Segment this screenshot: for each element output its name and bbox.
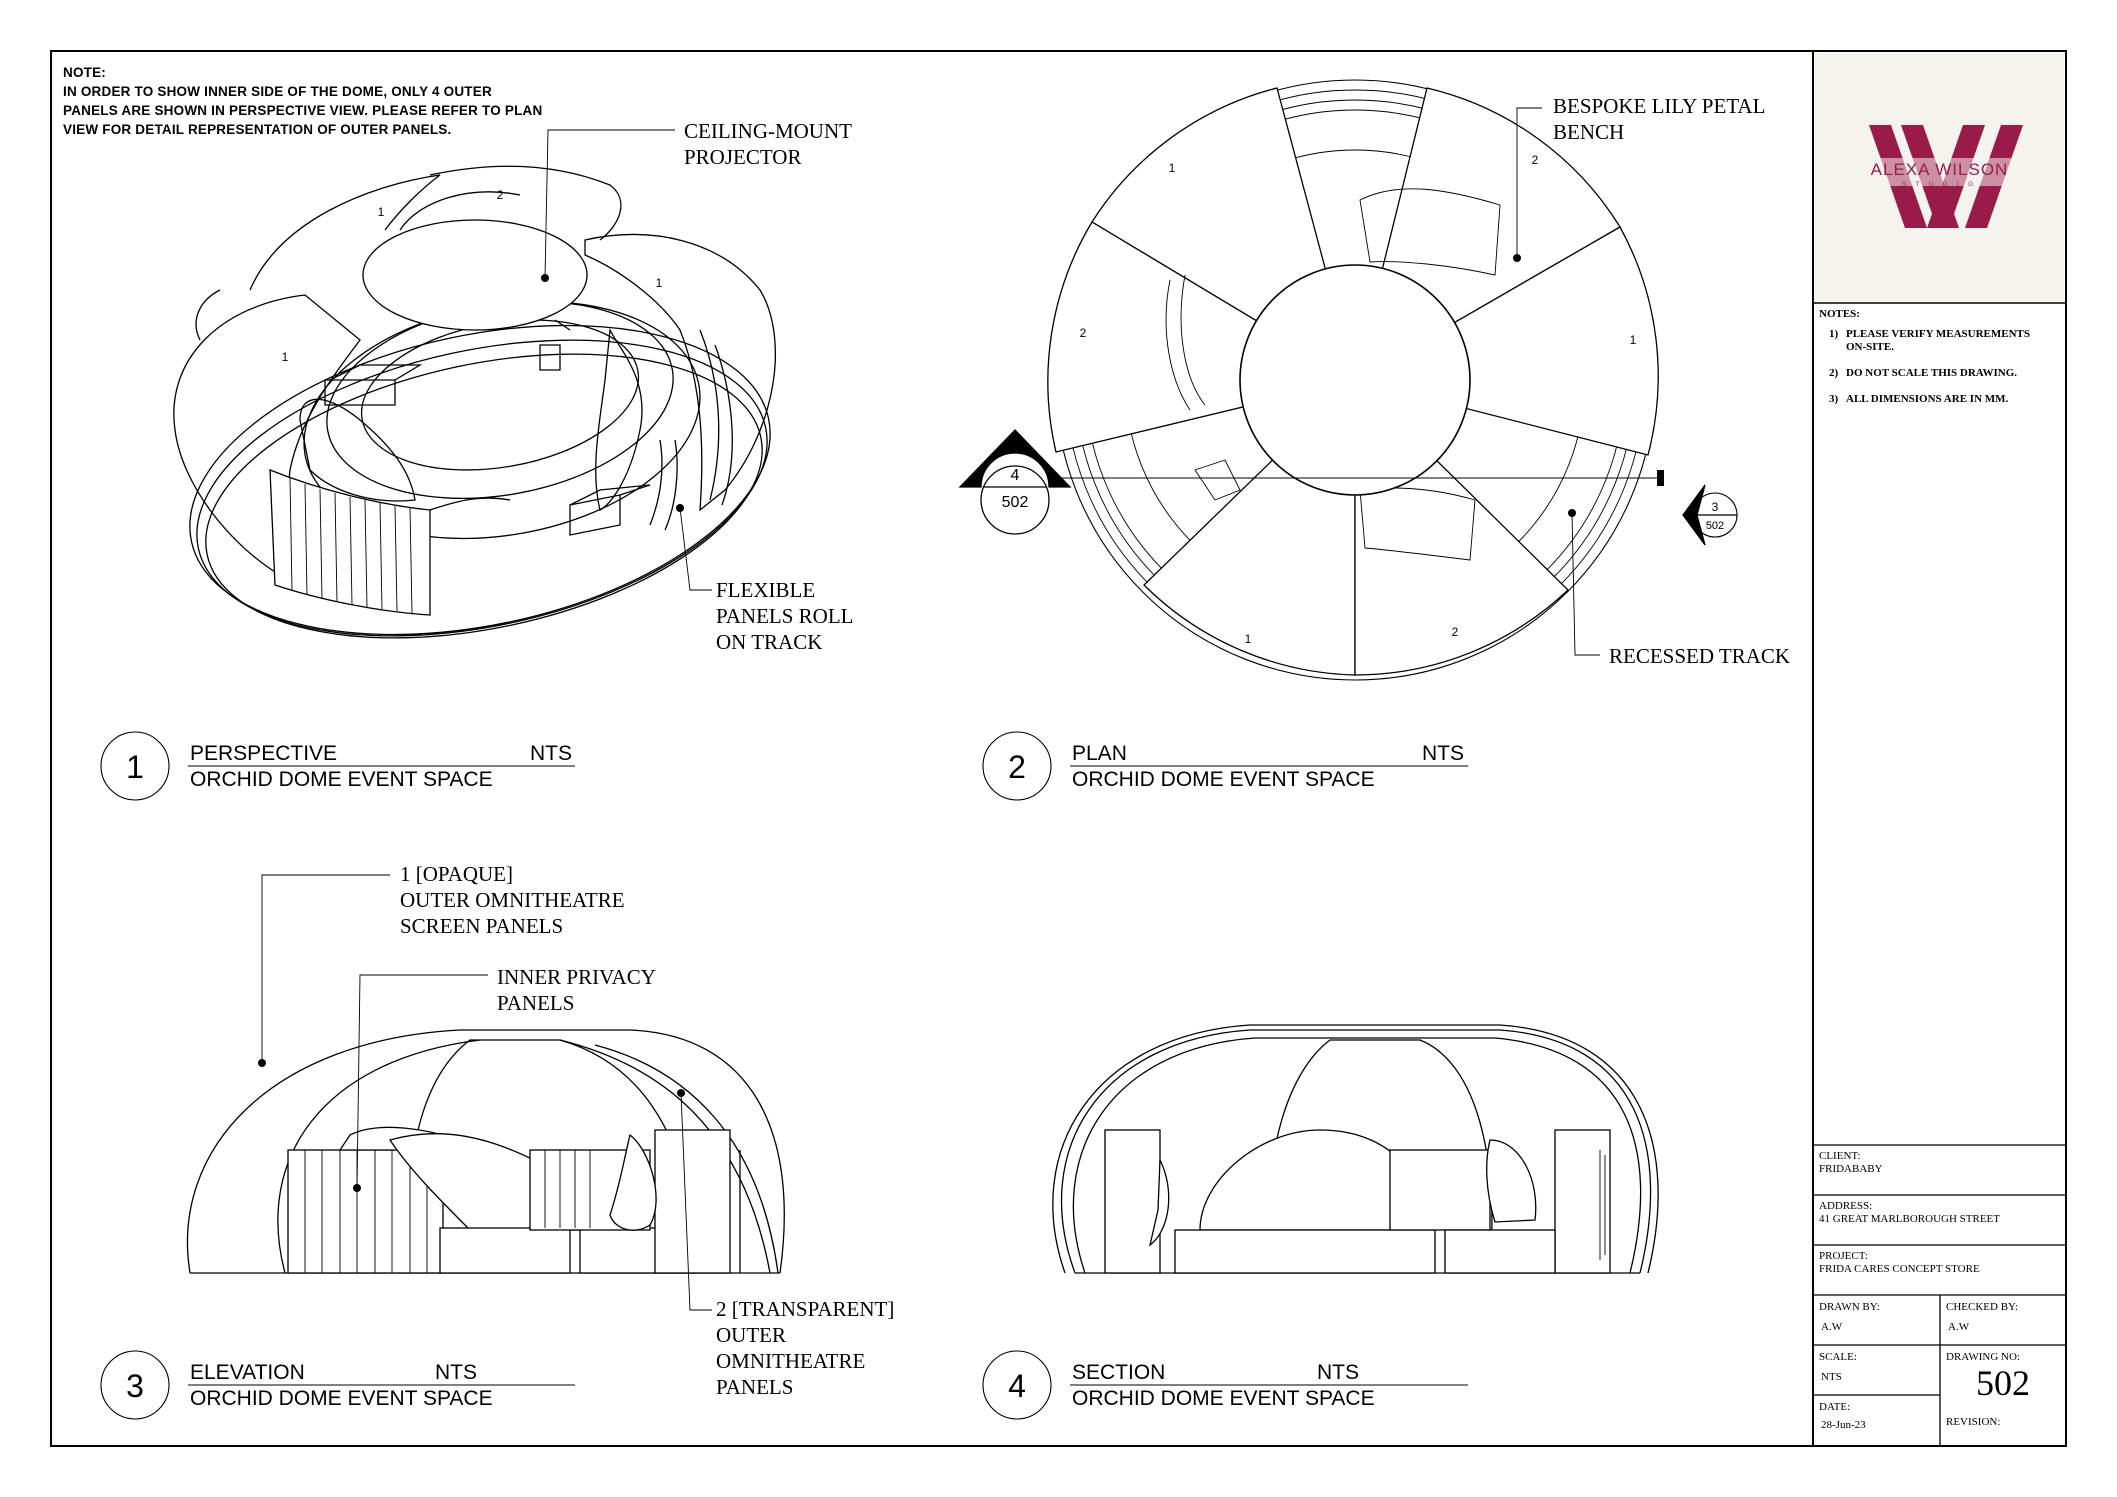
tb-note-text: PLEASE VERIFY MEASUREMENTS [1846, 328, 2030, 340]
section-marker-3-502 [1682, 484, 1738, 546]
elevation-dome [186, 1029, 785, 1274]
tb-note-num: 3) [1829, 393, 1839, 405]
view-4-scale: NTS [1317, 1361, 1359, 1384]
plan-panel-label: 2 [1080, 326, 1087, 340]
view-3-title: ELEVATION [190, 1361, 305, 1384]
view-4-subtitle: ORCHID DOME EVENT SPACE [1072, 1387, 1375, 1410]
tb-note-num: 1) [1829, 328, 1839, 340]
section-dome [1052, 1024, 1659, 1274]
callout-line: ON TRACK [716, 630, 823, 654]
view-4-title: SECTION [1072, 1361, 1166, 1384]
tb-date-value: 28-Jun-23 [1821, 1419, 1866, 1431]
callout-line: BESPOKE LILY PETAL [1553, 94, 1766, 118]
view-1-title: PERSPECTIVE [190, 742, 338, 765]
callout-line: OMNITHEATRE [716, 1349, 866, 1373]
callout-line: 1 [OPAQUE] [400, 862, 513, 886]
section-marker-4-502 [958, 429, 1072, 535]
marker-right-number: 3 [1712, 500, 1719, 514]
note-line: VIEW FOR DETAIL REPRESENTATION OF OUTER … [63, 122, 452, 137]
view-number-1: 1 [126, 749, 144, 785]
callout-line: OUTER OMNITHEATRE [400, 888, 625, 912]
tb-revision-label: REVISION: [1946, 1416, 2001, 1428]
persp-panel-label: 2 [497, 188, 504, 202]
plan-panel-label: 1 [1169, 161, 1176, 175]
tb-client-label: CLIENT: [1819, 1150, 1861, 1162]
callout-line: 2 [TRANSPARENT] [716, 1297, 895, 1321]
callout-line: FLEXIBLE [716, 578, 816, 602]
callout-line: BENCH [1553, 120, 1625, 144]
tb-note-num: 2) [1829, 367, 1839, 379]
view-2-scale: NTS [1422, 742, 1464, 765]
callout-projector: CEILING-MOUNT PROJECTOR [684, 118, 852, 170]
plan-panel-label: 1 [1630, 333, 1637, 347]
view-2-title: PLAN [1072, 742, 1127, 765]
logo-mark [1865, 125, 2025, 228]
note-line: PANELS ARE SHOWN IN PERSPECTIVE VIEW. PL… [63, 103, 543, 118]
callout-transparent-panels: 2 [TRANSPARENT] OUTER OMNITHEATRE PANELS [716, 1296, 894, 1400]
view-2-subtitle: ORCHID DOME EVENT SPACE [1072, 768, 1375, 791]
tb-note-text: ON-SITE. [1846, 341, 1894, 353]
studio-logo: ALEXA WILSON S T U D I O [1815, 53, 2064, 301]
marker-left-sheet: 502 [1002, 494, 1029, 511]
note-line: IN ORDER TO SHOW INNER SIDE OF THE DOME,… [63, 84, 492, 99]
callout-line: INNER PRIVACY [497, 965, 656, 989]
tb-drawn-value: A.W [1821, 1321, 1843, 1333]
callout-line: PROJECTOR [684, 145, 802, 169]
perspective-dome [173, 165, 776, 639]
plan-panel-label: 2 [1452, 625, 1459, 639]
logo-sub: S T U D I O [1902, 182, 1977, 188]
tb-drawing-no-value: 502 [1976, 1363, 2030, 1403]
view-3-scale: NTS [435, 1361, 477, 1384]
callout-inner-privacy: INNER PRIVACY PANELS [497, 964, 656, 1016]
marker-right-sheet: 502 [1706, 520, 1724, 532]
view-number-2: 2 [1008, 749, 1026, 785]
tb-checked-label: CHECKED BY: [1946, 1301, 2019, 1313]
callout-recessed-track: RECESSED TRACK [1609, 643, 1790, 669]
tb-note-text: DO NOT SCALE THIS DRAWING. [1846, 367, 2018, 379]
persp-panel-label: 1 [378, 205, 385, 219]
callout-line: SCREEN PANELS [400, 914, 564, 938]
plan-panel-label: 1 [1245, 632, 1252, 646]
tb-project-value: FRIDA CARES CONCEPT STORE [1819, 1263, 1980, 1275]
plan-panel-label: 2 [1532, 153, 1539, 167]
tb-date-label: DATE: [1819, 1401, 1851, 1413]
general-note: NOTE: IN ORDER TO SHOW INNER SIDE OF THE… [63, 63, 542, 139]
persp-panel-label: 1 [282, 350, 289, 364]
callout-line: OUTER [716, 1323, 786, 1347]
view-1-scale: NTS [530, 742, 572, 765]
tb-notes-heading: NOTES: [1819, 308, 1860, 320]
callout-line: CEILING-MOUNT [684, 119, 852, 143]
callout-line: RECESSED TRACK [1609, 644, 1791, 668]
callout-lily-bench: BESPOKE LILY PETAL BENCH [1553, 93, 1765, 145]
view-3-subtitle: ORCHID DOME EVENT SPACE [190, 1387, 493, 1410]
tb-address-label: ADDRESS: [1819, 1200, 1873, 1212]
tb-project-label: PROJECT: [1819, 1250, 1868, 1262]
tb-drawn-label: DRAWN BY: [1819, 1301, 1880, 1313]
tb-drawing-no-label: DRAWING NO: [1946, 1351, 2020, 1363]
callout-line: PANELS [716, 1375, 794, 1399]
plan-dome [1047, 79, 1664, 681]
tb-client-value: FRIDABABY [1819, 1163, 1883, 1175]
logo-name: ALEXA WILSON [1870, 160, 2009, 179]
view-number-4: 4 [1008, 1368, 1026, 1404]
tb-address-value: 41 GREAT MARLBOROUGH STREET [1819, 1213, 2001, 1225]
tb-scale-label: SCALE: [1819, 1351, 1857, 1363]
view-number-3: 3 [126, 1368, 144, 1404]
tb-checked-value: A.W [1948, 1321, 1970, 1333]
callout-flexible-panels: FLEXIBLE PANELS ROLL ON TRACK [716, 577, 854, 655]
tb-scale-value: NTS [1821, 1371, 1842, 1383]
callout-line: PANELS ROLL [716, 604, 854, 628]
persp-panel-label: 1 [656, 276, 663, 290]
marker-left-number: 4 [1011, 467, 1020, 484]
note-heading: NOTE: [63, 65, 106, 80]
tb-note-text: ALL DIMENSIONS ARE IN MM. [1846, 393, 2009, 405]
callout-opaque-panels: 1 [OPAQUE] OUTER OMNITHEATRE SCREEN PANE… [400, 861, 625, 939]
callout-line: PANELS [497, 991, 575, 1015]
sheet-border [50, 50, 2067, 1447]
view-1-subtitle: ORCHID DOME EVENT SPACE [190, 768, 493, 791]
